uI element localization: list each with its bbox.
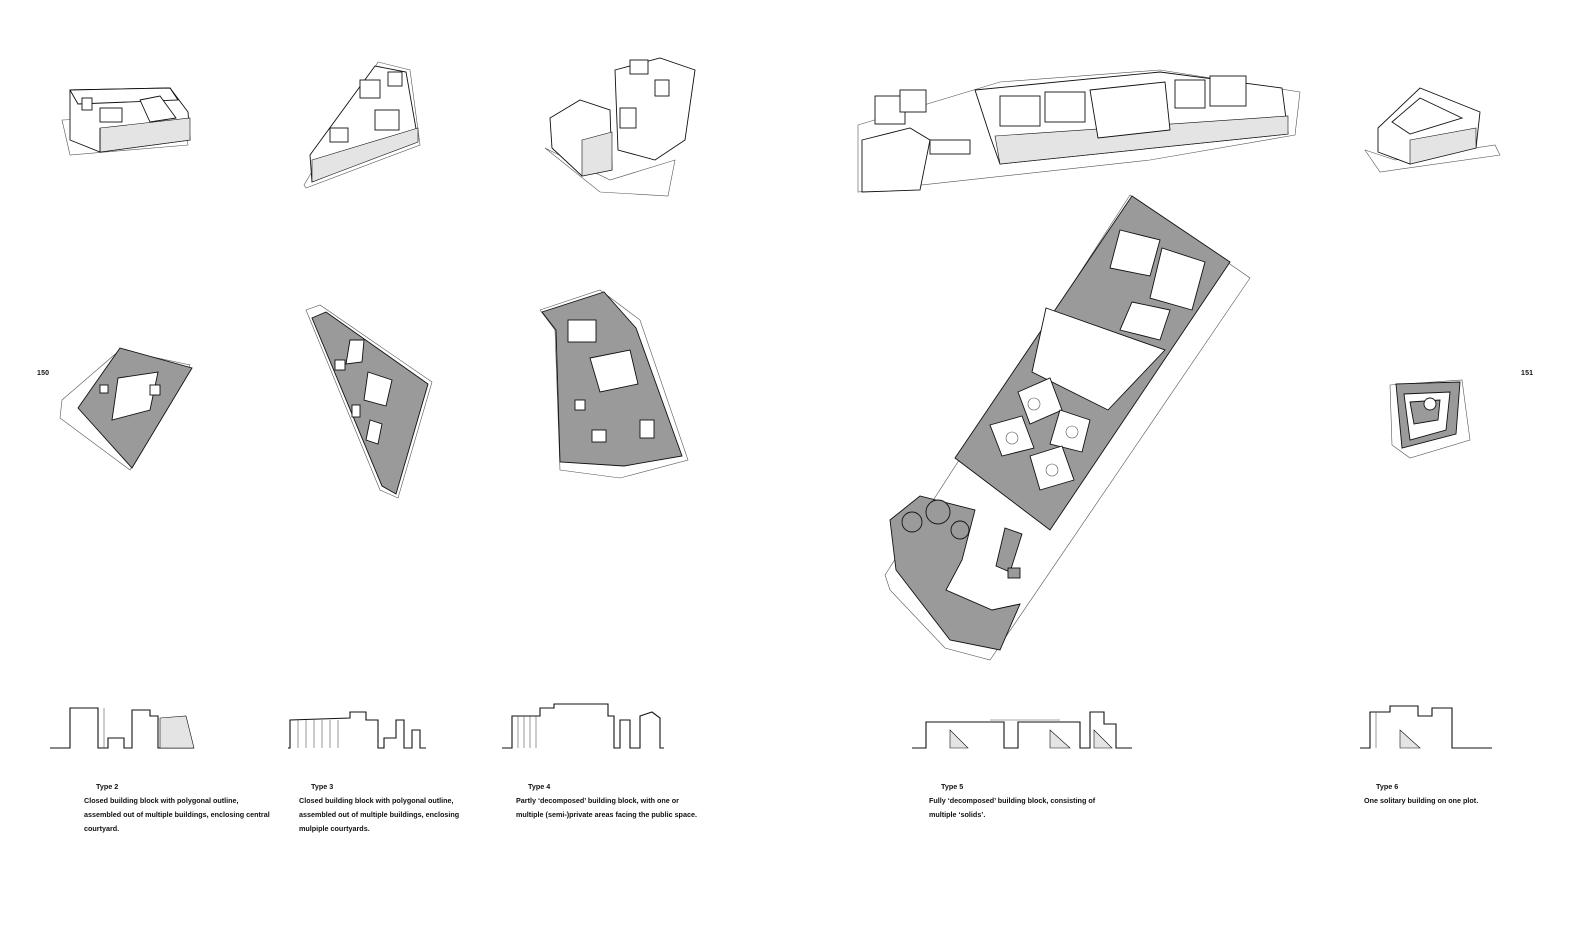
type4-axonometric [544,57,696,197]
type5-section [912,711,1132,749]
caption-type5: Type 5 Fully ‘decomposed’ building block… [929,780,1119,822]
caption-type3: Type 3 Closed building block with polygo… [299,780,489,836]
type-label: Type 3 [311,782,334,791]
type3-plan [305,304,433,499]
type4-plan [539,289,689,479]
type3-axonometric [303,61,421,189]
type5-plan [884,194,1251,661]
type-description: Closed building block with polygonal out… [299,796,460,833]
type6-section [1360,705,1492,749]
type2-plan [59,347,193,471]
type-description: Partly ‘decomposed’ building block, with… [516,796,697,819]
type2-axonometric [61,87,191,156]
type-description: Fully ‘decomposed’ building block, consi… [929,796,1096,819]
type-label: Type 4 [528,782,551,791]
type6-axonometric [1364,87,1501,173]
type4-section [502,703,664,749]
page-number-left: 150 [37,370,50,377]
type2-section [50,707,195,749]
caption-type2: Type 2 Closed building block with polygo… [84,780,274,836]
type3-section [288,711,426,749]
type6-plan [1389,379,1471,459]
type-label: Type 6 [1376,782,1399,791]
type5-axonometric [857,69,1301,193]
type-description: Closed building block with polygonal out… [84,796,270,833]
type-label: Type 5 [941,782,964,791]
caption-type6: Type 6 One solitary building on one plot… [1364,780,1554,808]
page-number-right: 151 [1521,370,1534,377]
caption-type4: Type 4 Partly ‘decomposed’ building bloc… [516,780,706,822]
type-label: Type 2 [96,782,119,791]
type-description: One solitary building on one plot. [1364,796,1479,805]
